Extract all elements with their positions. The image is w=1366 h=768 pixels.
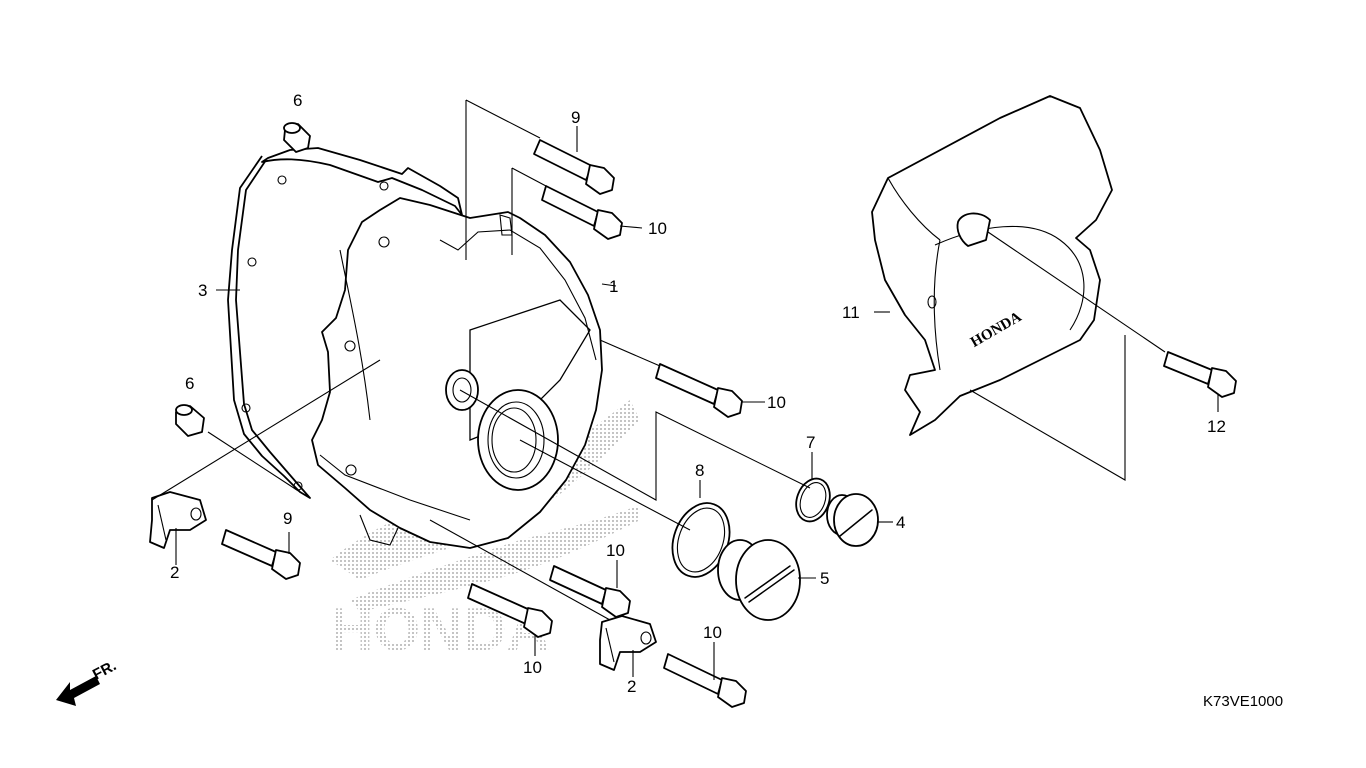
callout-part-2-left: 2: [170, 563, 179, 582]
front-direction-indicator: FR.: [56, 657, 119, 706]
callout-part-11: 11: [842, 303, 860, 322]
callout-part-5: 5: [820, 569, 829, 588]
bolt-9-upper: [533, 139, 615, 195]
callout-part-7: 7: [806, 433, 815, 452]
callout-part-10-lower-right: 10: [703, 623, 722, 642]
cap-small: [826, 493, 879, 547]
part-callouts: 1 2 2 3 4 5 6 6 7 8 9 9 10 10 10 10 10 1…: [170, 91, 1226, 696]
callout-part-6-lower: 6: [185, 374, 194, 393]
clamp-left: [149, 491, 207, 549]
bolt-12: [1163, 351, 1237, 398]
gasket: [227, 147, 463, 499]
callout-part-9-upper: 9: [571, 108, 580, 127]
clamp-right: [599, 615, 657, 671]
leader-lines: [151, 99, 1219, 680]
bolt-10-lower-left: [467, 583, 553, 638]
callout-part-10-lower-left: 10: [523, 658, 542, 677]
callout-part-8: 8: [695, 461, 704, 480]
callout-part-2-right: 2: [627, 677, 636, 696]
bolt-10-upper: [541, 185, 623, 240]
bolt-10-lower-right: [663, 653, 747, 708]
callout-part-12: 12: [1207, 417, 1226, 436]
front-arrow-icon: [56, 676, 100, 706]
bolt-10-lower-center: [549, 565, 631, 618]
callout-part-10-middle: 10: [767, 393, 786, 412]
callout-part-1: 1: [609, 277, 618, 296]
callout-part-6-upper: 6: [293, 91, 302, 110]
wing-watermark-feather: [350, 505, 640, 612]
callout-part-3: 3: [198, 281, 207, 300]
callout-part-10-lower-center: 10: [606, 541, 625, 560]
callout-part-4: 4: [896, 513, 905, 532]
callout-part-10-upper: 10: [648, 219, 667, 238]
bolt-10-middle: [655, 363, 743, 418]
collar-lower: [175, 404, 205, 437]
crankcase-cover: [311, 197, 603, 549]
bolt-9-lower: [221, 529, 301, 580]
cap-large: [717, 539, 801, 621]
sprocket-cover: HONDA: [871, 95, 1113, 436]
callout-part-9-lower: 9: [283, 509, 292, 528]
diagram-code: K73VE1000: [1203, 693, 1283, 710]
collar-upper: [283, 122, 311, 153]
